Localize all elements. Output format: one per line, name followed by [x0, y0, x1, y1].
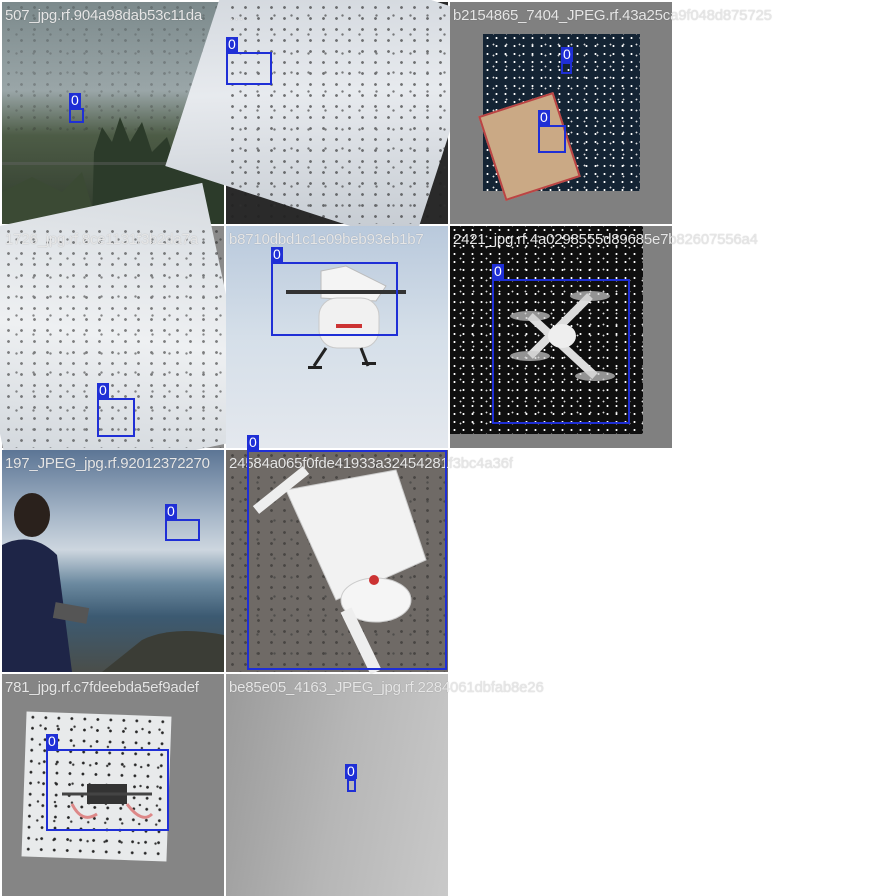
quadcopter [510, 291, 615, 381]
mosaic-tile-5: b8710dbd1c1e09beb93eb1b7 0 [226, 226, 448, 448]
mosaic-tile-8: 24584a065f0fde41933a32454281f3bc4a36f [226, 450, 513, 675]
bird-noise [2, 226, 224, 448]
mosaic-tile-10: be85e05_4163_JPEG_jpg.rf.2284061dbfab8e2… [226, 674, 544, 896]
image-filename-caption: 197_JPEG_jpg.rf.92012372270 [5, 455, 210, 472]
detection-box [538, 125, 566, 153]
image-filename-caption: … [229, 7, 244, 24]
detection-box [226, 52, 272, 85]
mosaic-tile-6: 2421_jpg.rf.4a0298555d89685e7b82607556a4… [450, 226, 758, 448]
class-label: 0 [69, 92, 81, 108]
class-label: 0 [46, 733, 58, 749]
image-filename-caption: 2421_jpg.rf.4a0298555d89685e7b82607556a4 [453, 231, 758, 248]
class-label: 0 [271, 246, 283, 262]
detection-box [271, 262, 398, 336]
class-label: 0 [247, 434, 259, 450]
detection-box [97, 398, 135, 437]
image-filename-caption: 24584a065f0fde41933a32454281f3bc4a36f [229, 455, 513, 472]
class-label: 0 [165, 503, 177, 519]
class-label: 0 [492, 263, 504, 279]
class-label: 0 [226, 36, 238, 52]
person-with-controller [2, 493, 224, 672]
image-filename-caption: 1726_jpg.rf.8ce1131f3b2da7a [5, 231, 198, 248]
detection-box [69, 108, 84, 123]
detection-box [46, 749, 169, 831]
class-label: 0 [538, 109, 550, 125]
detection-box [492, 279, 630, 424]
mosaic-tile-4: 1726_jpg.rf.8ce1131f3b2da7a 0 [0, 182, 257, 490]
mosaic-tile-3: b2154865_7404_JPEG.rf.43a25ca9f048d87572… [450, 2, 772, 224]
detection-box [165, 519, 200, 541]
detection-box [247, 450, 447, 670]
mosaic-tile-7: 197_JPEG_jpg.rf.92012372270 0 [2, 450, 224, 672]
drone-on-paper [62, 784, 154, 819]
bird-noise [226, 2, 448, 224]
detection-box [347, 779, 356, 792]
class-label: 0 [345, 763, 357, 779]
white-quadcopter [252, 466, 427, 675]
image-filename-caption: b8710dbd1c1e09beb93eb1b7 [229, 231, 424, 248]
image-filename-caption: 781_jpg.rf.c7fdeebda5ef9adef [5, 679, 199, 696]
delivery-drone [286, 265, 406, 369]
image-filename-caption: 507_jpg.rf.904a98dab53c11da [5, 7, 203, 24]
image-filename-caption: b2154865_7404_JPEG.rf.43a25ca9f048d87572… [453, 7, 772, 24]
mosaic-tile-2: … 0 [165, 0, 487, 247]
detection-box [561, 62, 572, 74]
class-label: 0 [561, 46, 573, 62]
class-label: 0 [97, 382, 109, 398]
image-filename-caption: be85e05_4163_JPEG_jpg.rf.2284061dbfab8e2… [229, 679, 544, 696]
mosaic-tile-9: 781_jpg.rf.c7fdeebda5ef9adef 0 [2, 674, 224, 896]
